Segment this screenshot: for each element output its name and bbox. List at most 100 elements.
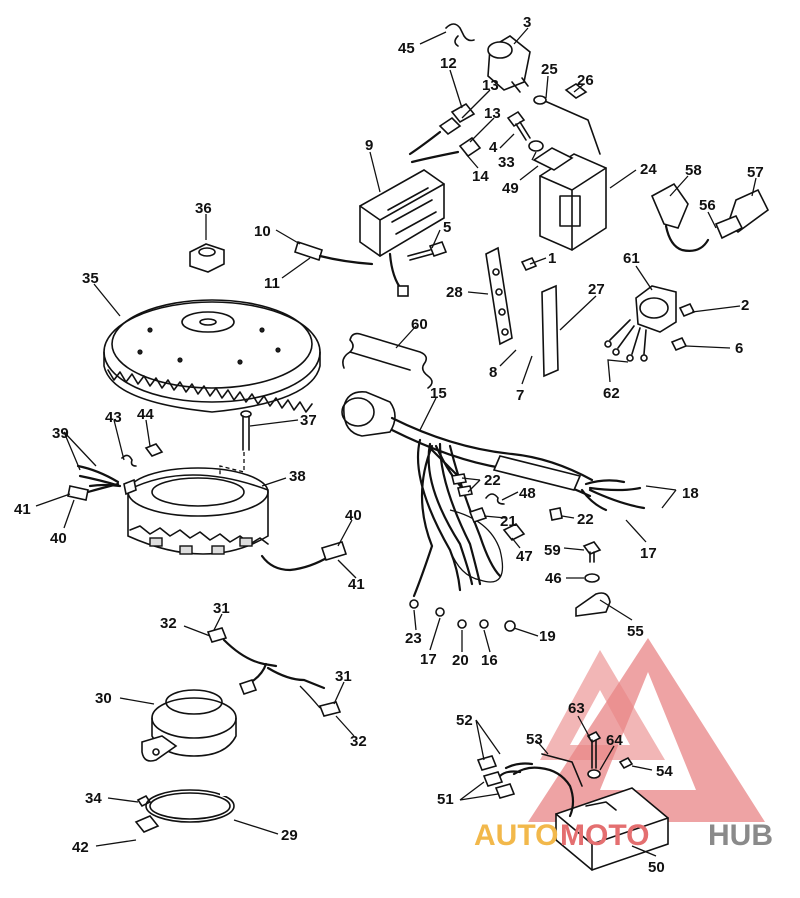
callout-37: 37 (300, 412, 317, 429)
part-3-connector (487, 35, 531, 93)
callout-4: 4 (489, 139, 498, 156)
callout-40a: 40 (50, 530, 67, 547)
callout-51: 51 (437, 791, 454, 808)
watermark-text: AUTO MOTO HUB (474, 819, 773, 852)
part-24-ignition-coil (532, 147, 607, 251)
part-33-washer (528, 140, 544, 152)
part-37-bolt (219, 410, 252, 480)
watermark-auto: AUTO (474, 819, 558, 852)
callout-32b: 32 (350, 733, 367, 750)
part-40-41-lead-right (260, 541, 348, 572)
callout-16: 16 (481, 652, 498, 669)
part-43-clip (121, 454, 137, 467)
callout-6: 6 (735, 340, 743, 357)
part-38-stator (123, 467, 269, 555)
callout-3: 3 (523, 14, 531, 31)
part-61-rectifier (604, 285, 696, 362)
callout-40b: 40 (345, 507, 362, 524)
callout-48: 48 (519, 485, 536, 502)
part-15-wire-harness (341, 390, 646, 632)
callout-18: 18 (682, 485, 699, 502)
part-4-screw (506, 110, 531, 141)
callout-29: 29 (281, 827, 298, 844)
callout-32a: 32 (160, 615, 177, 632)
callout-9: 9 (365, 137, 373, 154)
callout-60: 60 (411, 316, 428, 333)
watermark-hub: HUB (708, 819, 773, 852)
part-46-washer (584, 573, 600, 583)
callout-5: 5 (443, 219, 451, 236)
callout-10: 10 (254, 223, 271, 240)
part-30-timer-base (141, 689, 237, 762)
part-36-nut (189, 243, 225, 273)
callout-26: 26 (577, 72, 594, 89)
part-27-cover (541, 284, 559, 378)
callout-13b: 13 (484, 105, 501, 122)
callout-2: 2 (741, 297, 749, 314)
callout-7: 7 (516, 387, 524, 404)
callout-22b: 22 (577, 511, 594, 528)
callout-21: 21 (500, 513, 517, 530)
callout-31b: 31 (335, 668, 352, 685)
callout-44: 44 (137, 406, 154, 423)
callout-11: 11 (264, 275, 280, 292)
callout-33: 33 (498, 154, 515, 171)
part-29-retaining-ring (145, 788, 235, 823)
part-31-32-sensor-leads (206, 627, 342, 717)
part-44-clip (144, 443, 164, 457)
callout-57: 57 (747, 164, 764, 181)
callout-49: 49 (502, 180, 519, 197)
callout-28: 28 (446, 284, 463, 301)
part-21-connector (468, 507, 488, 523)
callout-24: 24 (640, 161, 657, 178)
part-58-spark-plug-boot (650, 182, 710, 252)
callout-56: 56 (699, 197, 716, 214)
callout-19: 19 (539, 628, 556, 645)
part-12-13-14-wire-connectors (408, 102, 482, 164)
callout-43: 43 (105, 409, 122, 426)
callout-45: 45 (398, 40, 415, 57)
callout-27: 27 (588, 281, 605, 298)
callout-1: 1 (548, 250, 556, 267)
callout-25: 25 (541, 61, 558, 78)
callout-12: 12 (440, 55, 457, 72)
part-47-connector (502, 522, 526, 542)
callout-labels: 45 3 12 13 25 26 13 4 33 9 14 49 24 58 5… (14, 14, 764, 876)
callout-41a: 41 (14, 501, 31, 518)
part-35-flywheel (103, 299, 321, 413)
callout-17b: 17 (420, 651, 437, 668)
callout-31a: 31 (213, 600, 230, 617)
leader-lines (35, 27, 757, 857)
part-5-screw (407, 241, 448, 261)
callout-61: 61 (623, 250, 640, 267)
part-10-11-lead (294, 240, 374, 266)
callout-22a: 22 (484, 472, 501, 489)
part-59-screw (582, 541, 602, 563)
callout-52: 52 (456, 712, 473, 729)
part-64-washer (587, 769, 601, 779)
watermark-moto: MOTO (560, 819, 649, 852)
callout-54: 54 (656, 763, 673, 780)
callout-17a: 17 (640, 545, 657, 562)
callout-13a: 13 (482, 77, 499, 94)
callout-36: 36 (195, 200, 212, 217)
part-60-retainer (342, 332, 433, 389)
callout-53: 53 (526, 731, 543, 748)
part-63-bolt (586, 730, 602, 769)
callout-14: 14 (472, 168, 489, 185)
part-28-terminal-block (485, 246, 538, 346)
callout-59: 59 (544, 542, 561, 559)
part-57-spark-plug-boot (714, 188, 770, 240)
callout-23: 23 (405, 630, 422, 647)
callout-30: 30 (95, 690, 112, 707)
callout-39: 39 (52, 425, 69, 442)
part-48-clip (485, 493, 505, 505)
callout-62: 62 (603, 385, 620, 402)
callout-35: 35 (82, 270, 99, 287)
part-9-power-pack (359, 169, 445, 297)
part-54-screw (618, 756, 634, 770)
watermark-logo (528, 638, 765, 822)
callout-38: 38 (289, 468, 306, 485)
callout-55: 55 (627, 623, 644, 640)
